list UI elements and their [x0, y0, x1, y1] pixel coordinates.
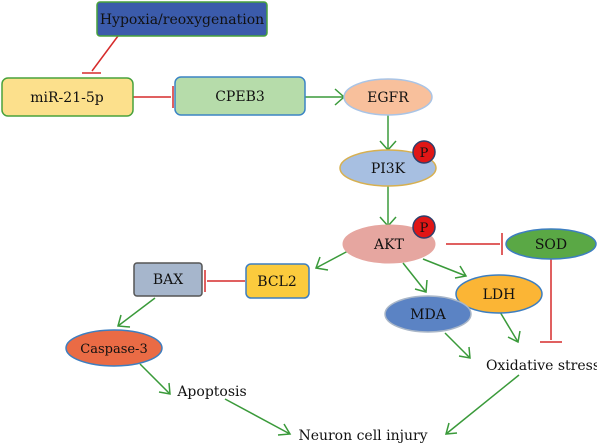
edge-egfr-to-pi3k [379, 115, 397, 152]
sod-node: SOD [505, 228, 597, 260]
edge-cpeb3-to-egfr [305, 88, 346, 106]
bax-node: BAX [133, 262, 203, 297]
ldh-label: LDH [483, 287, 516, 303]
cpeb3-node: CPEB3 [174, 76, 306, 116]
egfr-node: EGFR [343, 78, 433, 116]
edge-ldh-to-oxidative [499, 311, 521, 344]
pi3k-label: PI3K [371, 161, 406, 177]
edge-sod-inhibits-oxidative [540, 258, 562, 343]
pi3k-phospho-label: P [420, 146, 429, 161]
edge-hypoxia-inhibits-mir [82, 35, 119, 74]
ldh-node: LDH [455, 274, 543, 314]
edge-oxidative-to-neuron [444, 374, 520, 435]
oxidative-stress-label: Oxidative stress [486, 358, 597, 374]
cpeb3-label: CPEB3 [215, 89, 265, 105]
bcl2-label: BCL2 [257, 274, 296, 290]
edge-caspase3-to-apoptosis [139, 363, 171, 395]
bax-label: BAX [153, 272, 183, 288]
akt-phospho-label: P [420, 221, 429, 236]
edge-bcl2-inhibits-bax [204, 270, 245, 292]
mda-label: MDA [410, 307, 447, 323]
bcl2-node: BCL2 [245, 263, 310, 299]
edge-mda-to-oxidative [444, 332, 471, 359]
akt-node: AKT P [342, 215, 436, 264]
edge-apoptosis-to-neuron [224, 398, 292, 436]
akt-label: AKT [373, 237, 405, 253]
edge-bax-to-caspase3 [117, 297, 156, 328]
mir-node: miR-21-5p [1, 77, 134, 117]
hypoxia-label: Hypoxia/reoxygenation [100, 12, 264, 28]
edge-mir-inhibits-cpeb3 [133, 86, 174, 108]
edge-pi3k-to-akt [379, 186, 397, 228]
mir-label: miR-21-5p [30, 90, 103, 106]
apoptosis-label: Apoptosis [176, 384, 246, 400]
hypoxia-node: Hypoxia/reoxygenation [96, 1, 268, 37]
edge-akt-to-mda [402, 262, 428, 293]
neuron-cell-injury-label: Neuron cell injury [298, 428, 427, 444]
caspase3-label: Caspase-3 [80, 342, 147, 357]
edge-akt-to-bcl2 [314, 250, 349, 271]
mda-node: MDA [384, 295, 472, 333]
edge-akt-to-ldh [422, 258, 468, 279]
pi3k-node: PI3K P [339, 140, 437, 187]
edges [82, 35, 562, 436]
egfr-label: EGFR [367, 90, 409, 106]
pi3k-phospho-badge: P [412, 140, 436, 164]
sod-label: SOD [535, 237, 567, 253]
caspase3-node: Caspase-3 [65, 329, 163, 367]
edge-akt-inhibits-sod [446, 233, 503, 255]
akt-phospho-badge: P [412, 215, 436, 239]
